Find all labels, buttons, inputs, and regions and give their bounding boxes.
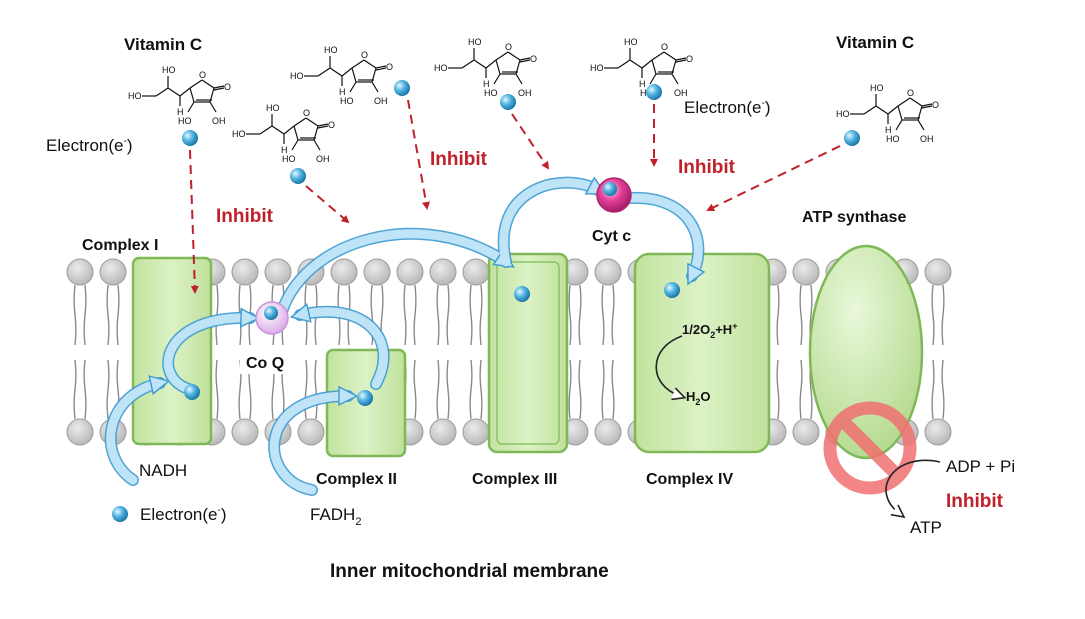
adp-pi-label: ADP + Pi — [946, 457, 1015, 476]
lipid-head — [264, 258, 292, 286]
complex-4-label: Complex IV — [646, 471, 733, 488]
electron-vitc-4 — [500, 94, 516, 110]
electron-vitc-3 — [394, 80, 410, 96]
cytc-molecule — [596, 177, 632, 213]
vitamin-c-label-left: Vitamin C — [124, 35, 202, 54]
lipid-head — [429, 418, 457, 446]
electron-label-left: Electron(e-) — [46, 136, 133, 155]
cytc-label: Cyt c — [592, 228, 631, 245]
lipid-head — [231, 418, 259, 446]
vitamin-c-structure-2 — [231, 102, 336, 165]
vitamin-c-structure-5 — [589, 36, 694, 99]
lipid-head — [99, 258, 127, 286]
inhibit-label-2: Inhibit — [430, 149, 488, 170]
coq-label-background — [240, 348, 302, 374]
prohibit-icon — [823, 401, 917, 495]
electron-complex-1 — [184, 384, 200, 400]
o2-to-h2o-arrow — [655, 335, 687, 401]
lipid-head — [462, 258, 490, 286]
electron-legend-label: Electron(e-) — [140, 505, 227, 524]
vitamin-c-structure-4 — [433, 36, 538, 99]
complex-3-shape — [487, 252, 569, 454]
lipid-head — [297, 418, 325, 446]
lipid-head — [462, 418, 490, 446]
lipid-head — [231, 258, 259, 286]
electron-label-right: Electron(e-) — [684, 98, 771, 117]
lipid-head — [363, 258, 391, 286]
complex-4-shape — [633, 252, 771, 454]
electron-flow-arrows — [104, 176, 706, 496]
electron-legend-icon — [112, 506, 128, 522]
lipid-head — [66, 258, 94, 286]
lipid-head — [594, 418, 622, 446]
electron-cytc — [603, 182, 617, 196]
vitamin-c-structure-3 — [289, 44, 394, 107]
fadh2-label: FADH2 — [310, 505, 361, 528]
lipid-head — [429, 258, 457, 286]
lipid-head — [330, 258, 358, 286]
h2o-label: H2O — [686, 389, 711, 407]
electron-vitc-1 — [182, 130, 198, 146]
coq-label: Co Q — [246, 355, 284, 372]
electron-vitc-2 — [290, 168, 306, 184]
lipid-head — [924, 258, 952, 286]
adp-to-atp-arrow — [885, 459, 941, 519]
o2-reaction-label: 1/2O2+H+ — [682, 321, 737, 340]
electron-coq — [264, 306, 278, 320]
inhibit-arrows — [189, 99, 841, 294]
electron-vitc-5 — [646, 84, 662, 100]
lipid-head — [924, 418, 952, 446]
lipid-head — [396, 258, 424, 286]
atp-synthase-label: ATP synthase — [802, 209, 906, 226]
electron-complex-2 — [357, 390, 373, 406]
lipid-head — [594, 258, 622, 286]
lipid-head — [792, 258, 820, 286]
lipid-head — [66, 418, 94, 446]
inhibit-label-1: Inhibit — [216, 206, 274, 227]
inhibit-label-4: Inhibit — [946, 491, 1004, 512]
complex-1-label: Complex I — [82, 237, 158, 254]
inhibit-label-3: Inhibit — [678, 157, 736, 178]
complex-3-label: Complex III — [472, 471, 557, 488]
lipid-head — [792, 418, 820, 446]
vitamin-c-structure-1 — [127, 64, 232, 127]
atp-label: ATP — [910, 518, 942, 537]
atp-synthase-shape — [808, 244, 924, 460]
nadh-label: NADH — [139, 461, 187, 480]
electron-complex-4 — [664, 282, 680, 298]
membrane-title: Inner mitochondrial membrane — [330, 561, 609, 582]
vitamin-c-label-right: Vitamin C — [836, 33, 914, 52]
complex-2-label: Complex II — [316, 471, 397, 488]
electron-complex-3 — [514, 286, 530, 302]
electron-vitc-6 — [844, 130, 860, 146]
